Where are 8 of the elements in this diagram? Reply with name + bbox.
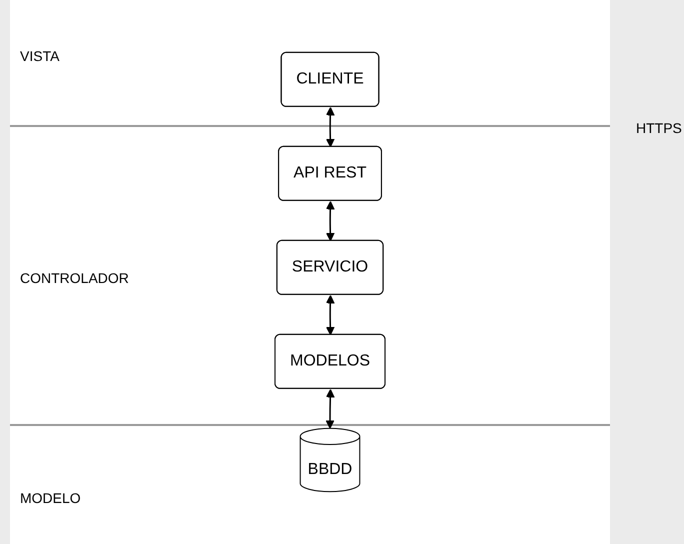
layer-label: CONTROLADOR	[20, 270, 129, 286]
layer-label: HTTPS	[636, 120, 682, 136]
arrow	[326, 294, 335, 336]
arrow	[326, 106, 335, 148]
arrow	[326, 200, 335, 242]
layer-label: MODELO	[20, 490, 81, 506]
arrow	[326, 388, 335, 429]
layer-label: VISTA	[20, 48, 60, 64]
